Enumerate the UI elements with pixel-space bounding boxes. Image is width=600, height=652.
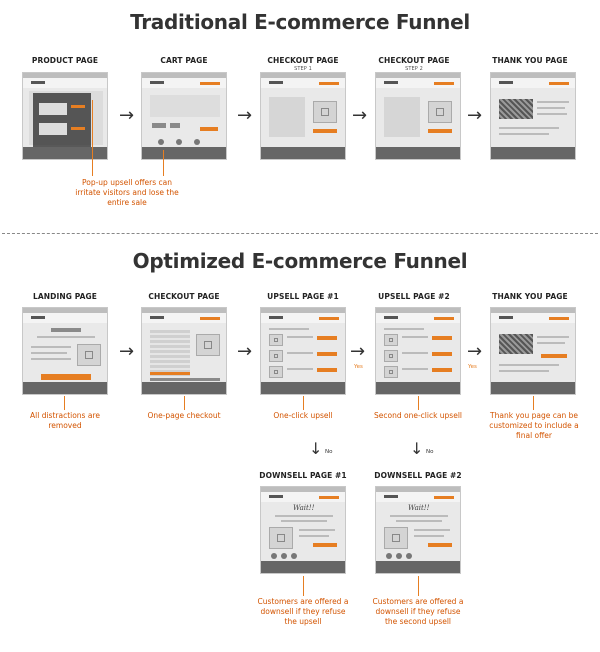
pointer-line	[184, 396, 185, 410]
thank-you-note: Thank you page can be customized to incl…	[489, 411, 579, 440]
pointer-line	[92, 100, 94, 176]
arrow-right-icon: →	[352, 105, 368, 126]
label-upsell-page-1: UPSELL PAGE #1	[267, 292, 339, 301]
arrow-right-icon: →	[467, 105, 483, 126]
product-page-thumbnail	[22, 72, 108, 160]
pointer-line	[303, 396, 304, 410]
yes-label: Yes	[354, 364, 363, 370]
label-thank-you-page-2: THANK YOU PAGE	[492, 292, 568, 301]
arrow-right-icon: →	[350, 341, 366, 362]
arrow-right-icon: →	[467, 341, 483, 362]
cart-page-thumbnail	[141, 72, 227, 160]
label-landing-page: LANDING PAGE	[32, 292, 97, 301]
wait-headline: Wait!!	[293, 504, 315, 512]
thank-you-page-2-thumbnail	[490, 307, 576, 395]
no-label: No	[325, 449, 333, 455]
popup-upsell-note: Pop-up upsell offers can irritate visito…	[75, 178, 179, 207]
upsell-page-2-thumbnail	[375, 307, 461, 395]
downsell-page-2-thumbnail: Wait!!	[375, 486, 461, 574]
wait-headline: Wait!!	[408, 504, 430, 512]
arrow-down-icon: ↓	[410, 439, 424, 458]
section-divider	[2, 233, 598, 234]
one-page-checkout-thumbnail	[141, 307, 227, 395]
label-cart-page: CART PAGE	[160, 56, 208, 65]
pointer-line	[418, 396, 419, 410]
label-thank-you-page: THANK YOU PAGE	[492, 56, 568, 65]
label-checkout-page: CHECKOUT PAGE	[148, 292, 220, 301]
arrow-right-icon: →	[237, 341, 253, 362]
upsell-2-note: Second one-click upsell	[374, 411, 462, 420]
upsell-1-note: One-click upsell	[273, 411, 333, 420]
pointer-line	[303, 576, 304, 596]
arrow-right-icon: →	[237, 105, 253, 126]
arrow-down-icon: ↓	[309, 439, 323, 458]
landing-page-thumbnail	[22, 307, 108, 395]
thank-you-page-thumbnail	[490, 72, 576, 160]
checkout-note: One-page checkout	[147, 411, 221, 420]
pointer-line	[533, 396, 534, 410]
pointer-line	[163, 150, 164, 176]
label-product-page: PRODUCT PAGE	[31, 56, 99, 65]
pointer-line	[64, 396, 65, 410]
label-upsell-page-2: UPSELL PAGE #2	[378, 292, 450, 301]
checkout-step2-thumbnail	[375, 72, 461, 160]
arrow-right-icon: →	[119, 341, 135, 362]
downsell-2-note: Customers are offered a downsell if they…	[372, 597, 464, 626]
no-label: No	[426, 449, 434, 455]
label-downsell-page-1: DOWNSELL PAGE #1	[259, 471, 347, 480]
label-downsell-page-2: DOWNSELL PAGE #2	[374, 471, 462, 480]
downsell-page-1-thumbnail: Wait!!	[260, 486, 346, 574]
optimized-funnel-title: Optimized E-commerce Funnel	[132, 249, 468, 273]
upsell-page-1-thumbnail	[260, 307, 346, 395]
landing-note: All distractions are removed	[30, 411, 100, 430]
pointer-line	[418, 576, 419, 596]
downsell-1-note: Customers are offered a downsell if they…	[257, 597, 349, 626]
yes-label: Yes	[468, 364, 477, 370]
traditional-funnel-title: Traditional E-commerce Funnel	[130, 10, 470, 34]
checkout-step1-thumbnail	[260, 72, 346, 160]
arrow-right-icon: →	[119, 105, 135, 126]
